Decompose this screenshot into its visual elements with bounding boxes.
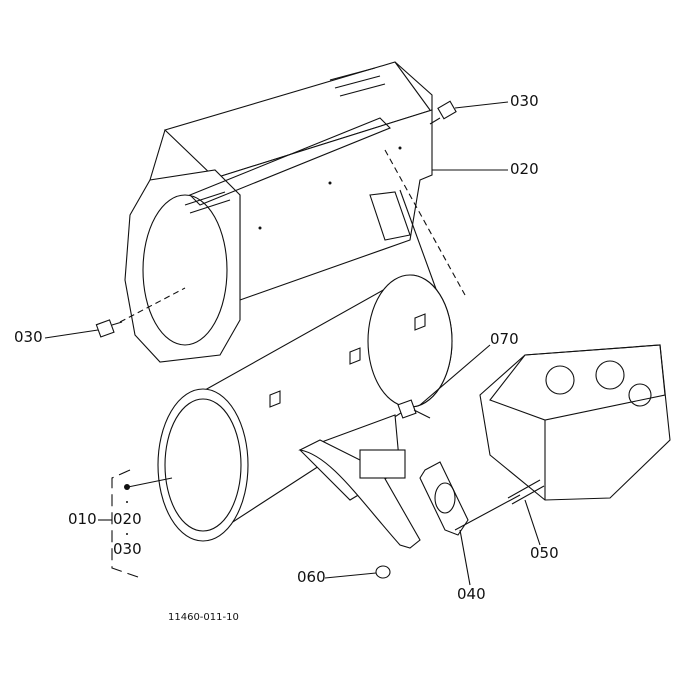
- bolt-left: [95, 319, 123, 338]
- callout-bolt-top: 030: [510, 92, 539, 110]
- callout-nut: 060: [297, 568, 326, 586]
- callout-assembly: 010: [68, 510, 97, 528]
- stud: [507, 479, 545, 505]
- heat-shield: [124, 61, 433, 363]
- callout-assembly-sub-2: 030: [113, 540, 142, 558]
- muffler: [157, 274, 453, 549]
- bolt-muffler: [397, 399, 431, 419]
- cylinder-head: [479, 344, 671, 501]
- drawing-code: 11460-011-10: [168, 612, 239, 623]
- callout-heat-shield: 020: [510, 160, 539, 178]
- callout-bolt-muffler: 070: [490, 330, 519, 348]
- callout-gasket: 040: [457, 585, 486, 603]
- callout-stud: 050: [530, 544, 559, 562]
- gasket: [419, 461, 469, 536]
- nut: [375, 565, 391, 579]
- callout-bolt-left: 030: [14, 328, 43, 346]
- callout-assembly-sub-1: 020: [113, 510, 142, 528]
- bolt-top: [429, 100, 457, 125]
